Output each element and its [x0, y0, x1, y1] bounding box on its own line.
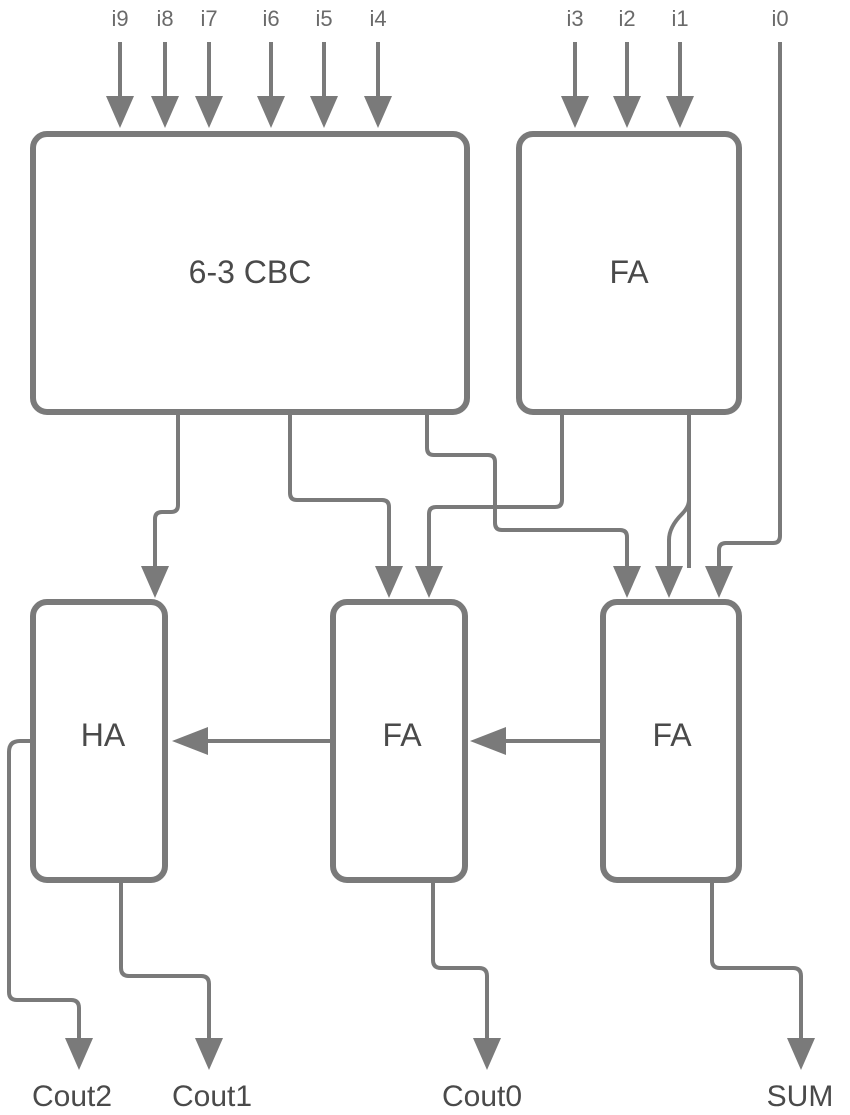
input-label-i6: i6 [262, 6, 279, 31]
input-label-i1: i1 [671, 6, 688, 31]
wire-i0 [717, 42, 782, 568]
input-label-i2: i2 [618, 6, 635, 31]
cbc-input-arrows [106, 42, 392, 128]
output-label-cout1: Cout1 [172, 1080, 252, 1113]
input-label-i8: i8 [156, 6, 173, 31]
arrowhead-cout2 [65, 1038, 93, 1070]
arrowhead-i6 [257, 96, 285, 128]
wire-cout1 [119, 883, 211, 1040]
wire-cbc-to-fa-right [425, 415, 629, 568]
arrowhead-i8 [151, 96, 179, 128]
arrowhead-carry-ha [172, 727, 208, 755]
arrowhead-i2 [613, 96, 641, 128]
cbc-block [30, 131, 470, 415]
arrowhead-fa-right-in2 [655, 566, 683, 598]
output-wires [7, 739, 815, 1070]
arrowhead-carry-fa-mid [470, 727, 506, 755]
output-label-cout2: Cout2 [32, 1080, 112, 1113]
arrowhead-i9 [106, 96, 134, 128]
wire-cbc-to-fa-mid [288, 415, 391, 568]
arrowhead-sum [787, 1038, 815, 1070]
wire-sum [710, 883, 803, 1040]
fa-top-block-label: FA [609, 254, 649, 290]
input-label-i9: i9 [111, 6, 128, 31]
fa-mid-block-label: FA [382, 717, 422, 753]
input-label-i7: i7 [200, 6, 217, 31]
arrowhead-fa-mid-in2 [415, 566, 443, 598]
wire-fa-top-to-fa-right-bend [667, 499, 691, 568]
arrowhead-cout0 [473, 1038, 501, 1070]
fa-mid-block [330, 599, 468, 883]
carry-chain [172, 727, 600, 755]
fa-right-block-label: FA [652, 717, 692, 753]
arrowhead-ha-in [141, 566, 169, 598]
wire-cbc-to-ha [153, 415, 180, 568]
output-label-cout0: Cout0 [442, 1080, 522, 1113]
interconnect-wires [141, 42, 782, 598]
wire-cout0 [431, 883, 489, 1040]
arrowhead-i4 [364, 96, 392, 128]
fa-right-block [600, 599, 742, 883]
wire-cout2 [7, 739, 81, 1040]
arrowhead-i3 [561, 96, 589, 128]
arrowhead-fa-mid-in1 [375, 566, 403, 598]
input-label-i4: i4 [369, 6, 386, 31]
arrowhead-i5 [310, 96, 338, 128]
ha-block-label: HA [81, 717, 126, 753]
input-label-i3: i3 [566, 6, 583, 31]
arrowhead-cout1 [195, 1038, 223, 1070]
input-label-i5: i5 [315, 6, 332, 31]
cbc-block-label: 6-3 CBC [189, 254, 312, 290]
fa-top-input-arrows [561, 42, 694, 128]
arrowhead-i7 [195, 96, 223, 128]
arrowhead-fa-right-in3 [705, 566, 733, 598]
input-label-i0: i0 [771, 6, 788, 31]
arrowhead-i1 [666, 96, 694, 128]
output-label-sum: SUM [767, 1080, 834, 1113]
fa-top-block [516, 131, 742, 415]
arrowhead-fa-right-in1 [613, 566, 641, 598]
